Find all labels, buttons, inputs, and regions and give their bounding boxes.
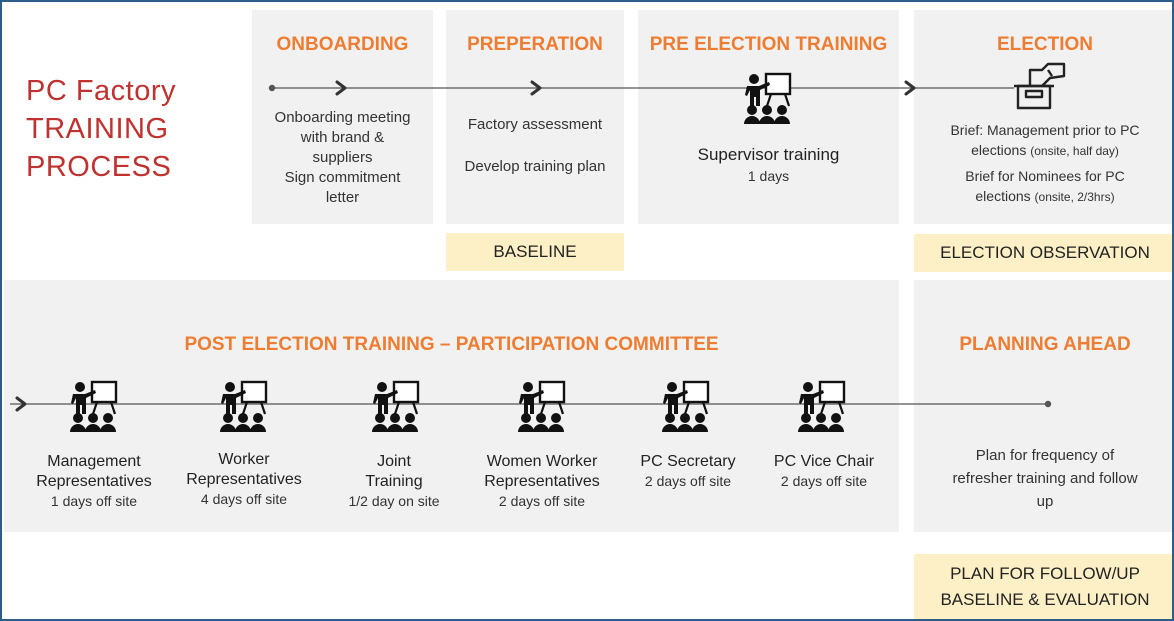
- module-pc-vice-chair: PC Vice Chair 2 days off site: [754, 452, 894, 490]
- ballot-box-icon: [1012, 62, 1068, 117]
- tag-line: PLAN FOR FOLLOW/UP: [950, 564, 1140, 583]
- preparation-item-1: Factory assessment: [467, 116, 603, 133]
- trainer-icon: [514, 378, 570, 443]
- onboarding-header: ONBOARDING: [276, 34, 409, 55]
- module-women-worker: Women Worker Representatives 2 days off …: [472, 452, 612, 510]
- planning-line: up: [1036, 493, 1054, 510]
- module-name: PC Vice Chair: [773, 453, 875, 470]
- baseline-tag: BASELINE: [446, 233, 624, 271]
- title-line-1: PC Factory: [26, 75, 177, 107]
- election-header: ELECTION: [996, 34, 1094, 55]
- module-name: PC Secretary: [640, 453, 736, 470]
- module-joint: Joint Training 1/2 day on site: [324, 452, 464, 510]
- brief-line: elections: [975, 188, 1031, 204]
- module-management: Management Representatives 1 days off si…: [24, 452, 164, 510]
- preparation-panel: [446, 10, 624, 224]
- election-brief-nominees: Brief for Nominees for PC elections (ons…: [914, 166, 1172, 207]
- brief-note: (onsite, 2/3hrs): [1034, 190, 1115, 204]
- module-name: Worker: [218, 451, 270, 468]
- module-name: Women Worker: [486, 453, 598, 470]
- module-name: Joint: [377, 453, 411, 470]
- brief-note: (onsite, half day): [1030, 144, 1119, 158]
- election-observation-tag: ELECTION OBSERVATION: [914, 234, 1172, 272]
- planning-line: Plan for frequency of: [975, 447, 1115, 464]
- trainer-icon: [794, 378, 850, 443]
- module-name: Training: [365, 473, 423, 490]
- supervisor-training-name: Supervisor training: [697, 145, 840, 164]
- page-title: PC Factory TRAINING PROCESS: [26, 72, 176, 186]
- post-election-panel: [4, 280, 899, 532]
- supervisor-training-duration: 1 days: [747, 168, 790, 184]
- module-name: Representatives: [484, 473, 600, 490]
- planning-text: Plan for frequency of refresher training…: [914, 444, 1172, 513]
- tag-line: BASELINE & EVALUATION: [940, 590, 1150, 609]
- module-duration: 2 days off site: [644, 473, 732, 489]
- trainer-icon: [368, 378, 424, 443]
- title-line-3: PROCESS: [26, 151, 172, 183]
- election-panel: [914, 10, 1172, 224]
- title-line-2: TRAINING: [26, 113, 169, 145]
- arrow-icon: [15, 80, 916, 412]
- onboarding-line: Onboarding meeting: [274, 109, 411, 126]
- follow-up-tag: PLAN FOR FOLLOW/UP BASELINE & EVALUATION: [914, 554, 1172, 619]
- onboarding-line: letter: [325, 189, 360, 206]
- onboarding-line: Sign commitment: [284, 169, 401, 186]
- trainer-icon: [66, 378, 122, 443]
- trainer-icon: [740, 70, 796, 135]
- module-name: Representatives: [186, 471, 302, 488]
- module-duration: 1/2 day on site: [348, 493, 440, 509]
- trainer-icon: [658, 378, 714, 443]
- trainer-icon: [216, 378, 272, 443]
- module-pc-secretary: PC Secretary 2 days off site: [618, 452, 758, 490]
- pre-election-header: PRE ELECTION TRAINING: [649, 34, 888, 55]
- post-election-header: POST ELECTION TRAINING – PARTICIPATION C…: [184, 334, 719, 355]
- planning-header: PLANNING AHEAD: [959, 334, 1131, 355]
- planning-panel: [914, 280, 1172, 532]
- onboarding-text: Onboarding meeting with brand & supplier…: [252, 108, 433, 208]
- onboarding-line: suppliers: [312, 149, 373, 166]
- module-name: Representatives: [36, 473, 152, 490]
- module-name: Management: [47, 453, 141, 470]
- election-brief-management: Brief: Management prior to PC elections …: [914, 120, 1172, 161]
- module-worker: Worker Representatives 4 days off site: [174, 450, 314, 508]
- module-duration: 2 days off site: [498, 493, 586, 509]
- module-duration: 2 days off site: [780, 473, 868, 489]
- onboarding-panel: [252, 10, 433, 224]
- brief-line: elections: [971, 142, 1027, 158]
- brief-line: Brief: Management prior to PC: [950, 122, 1140, 138]
- preparation-header: PREPERATION: [467, 34, 603, 55]
- brief-line: Brief for Nominees for PC: [965, 168, 1125, 184]
- planning-line: refresher training and follow: [952, 470, 1138, 487]
- onboarding-line: with brand &: [300, 129, 385, 146]
- preparation-item-2: Develop training plan: [464, 158, 606, 175]
- module-duration: 1 days off site: [50, 493, 138, 509]
- module-duration: 4 days off site: [200, 491, 288, 507]
